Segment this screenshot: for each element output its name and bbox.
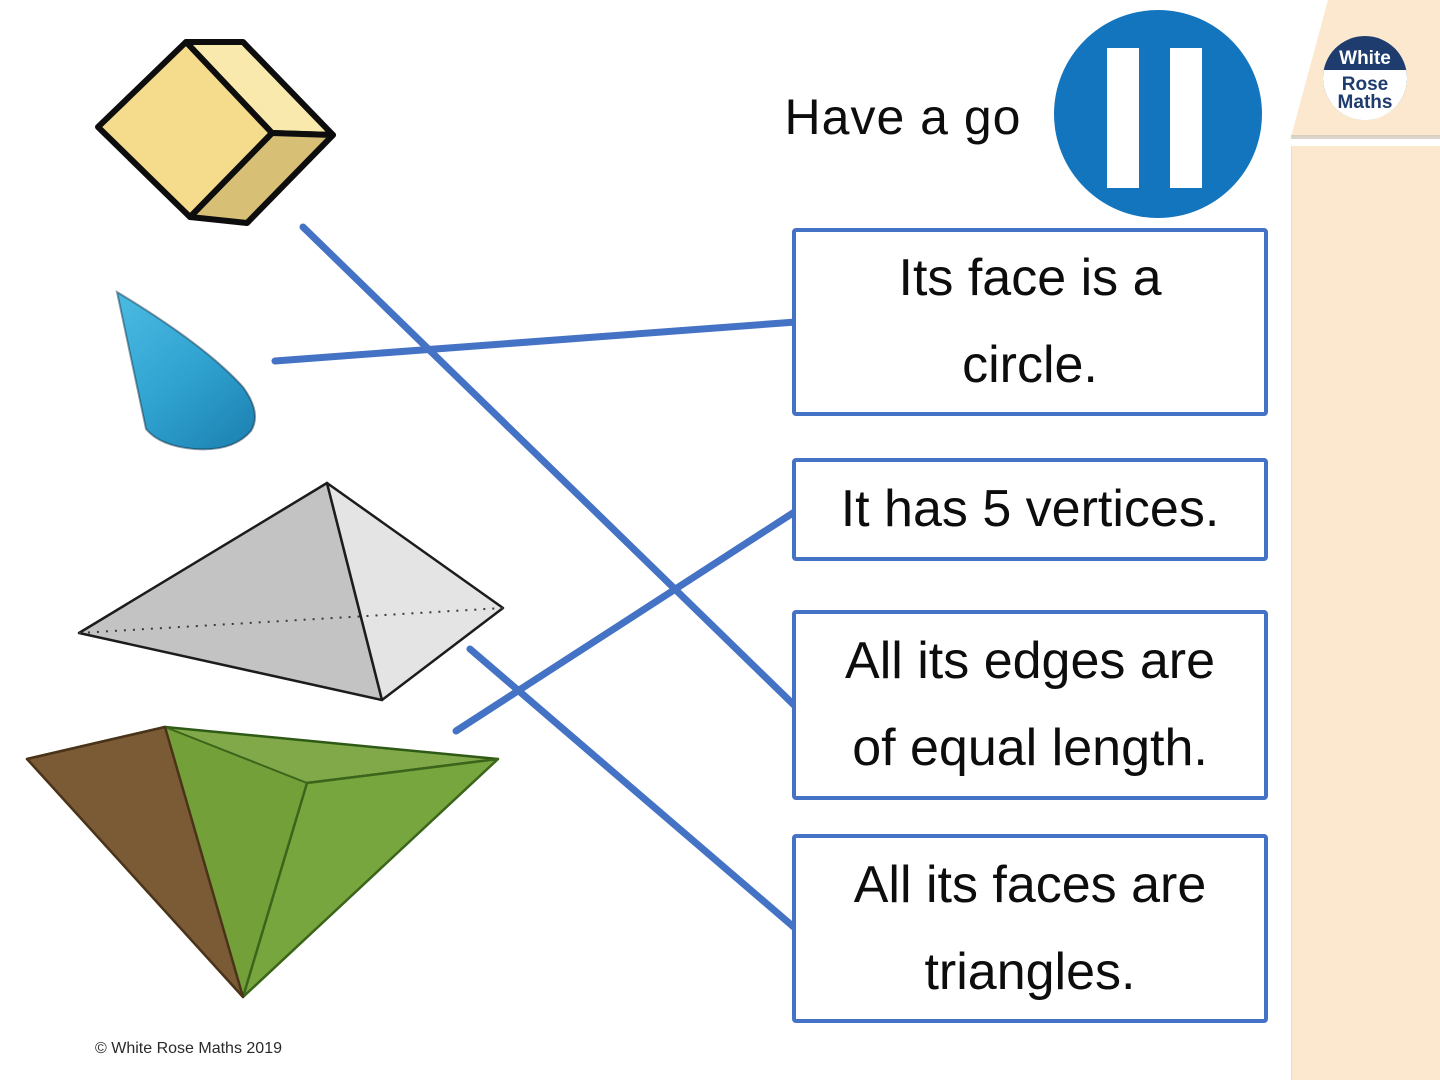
square-pyramid-shape[interactable] [77, 481, 505, 702]
tetrahedron-shape[interactable] [25, 725, 500, 999]
sidebar-divider [1291, 135, 1440, 139]
logo-lower-half [1323, 70, 1407, 120]
card-faces-triangles[interactable]: All its faces are triangles. [792, 834, 1268, 1023]
logo-word-white: White [1339, 48, 1391, 69]
pause-button[interactable] [1054, 10, 1262, 218]
pause-icon [1170, 48, 1202, 188]
tetrahedron-front-right-face [241, 757, 500, 999]
connector-line-cube-to-equal-edges [299, 223, 800, 711]
cone-body [115, 289, 257, 451]
card-text-line: of equal length. [852, 719, 1208, 777]
logo-word-rose: Rose [1342, 74, 1388, 95]
card-text-line: All its faces are [853, 855, 1207, 914]
cube-shape[interactable] [95, 39, 336, 226]
sidebar-panel [1291, 146, 1440, 1080]
page-title: Have a go [784, 89, 1022, 145]
card-text-line: triangles. [924, 942, 1136, 1001]
card-text: All its faces are triangles. [854, 842, 1207, 1016]
card-text-line: Its face is a [898, 249, 1162, 307]
card-equal-edges[interactable]: All its edges are of equal length. [792, 610, 1268, 800]
card-text-line: circle. [962, 336, 1098, 394]
cone-shape[interactable] [115, 289, 257, 451]
card-text: All its edges are of equal length. [845, 618, 1215, 792]
card-text: Its face is a circle. [899, 235, 1162, 409]
logo-word-maths: Maths [1338, 92, 1393, 113]
copyright-footer: © White Rose Maths 2019 [95, 1040, 282, 1057]
connector-line-pyramid-to-faces-triangles [466, 645, 800, 933]
pyramid-right-face [325, 481, 505, 702]
cube-front-face [95, 39, 275, 220]
card-face-circle[interactable]: Its face is a circle. [792, 228, 1268, 416]
pause-icon [1107, 48, 1139, 188]
card-text: It has 5 vertices. [841, 466, 1220, 553]
connector-lines [271, 223, 800, 933]
card-five-vertices[interactable]: It has 5 vertices. [792, 458, 1268, 561]
card-text-line: It has 5 vertices. [840, 480, 1220, 538]
connector-line-cone-to-face-circle [271, 318, 800, 365]
card-text-line: All its edges are [845, 632, 1215, 690]
connector-line-tetrahedron-to-five-vertices [452, 507, 800, 735]
tetrahedron-brown-face [25, 725, 245, 999]
white-rose-maths-logo: White Rose Maths [1323, 36, 1407, 120]
